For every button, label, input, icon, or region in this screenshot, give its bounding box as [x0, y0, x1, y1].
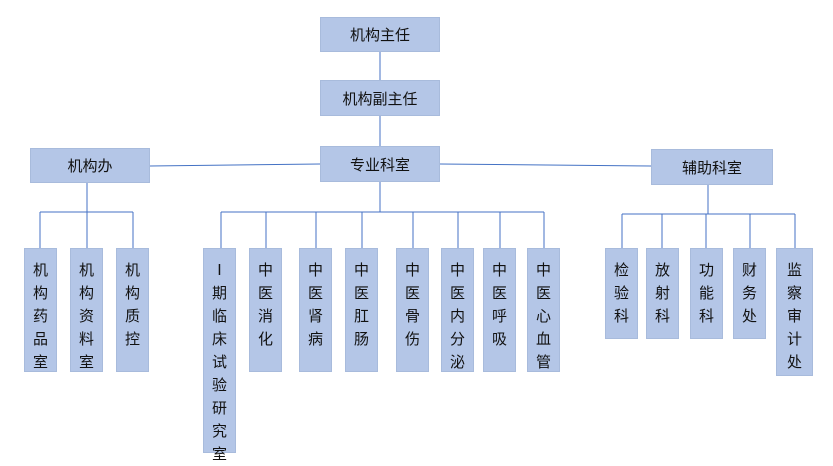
node-tcm-digestion: 中医消化	[249, 248, 282, 372]
node-laboratory: 检验科	[605, 248, 638, 339]
node-professional-depts: 专业科室	[320, 146, 440, 182]
node-deputy-director: 机构副主任	[320, 80, 440, 116]
node-auxiliary-depts: 辅助科室	[651, 149, 773, 185]
node-director: 机构主任	[320, 17, 440, 52]
node-tcm-respiratory: 中医呼吸	[483, 248, 516, 372]
node-drug-room: 机构药品室	[24, 248, 57, 372]
node-phase1-lab: I期临床试验研究室	[203, 248, 236, 463]
node-tcm-anorectal: 中医肛肠	[345, 248, 378, 372]
node-office: 机构办	[30, 148, 150, 183]
node-tcm-endocrine: 中医内分泌	[441, 248, 474, 372]
node-radiology: 放射科	[646, 248, 679, 339]
node-quality-control: 机构质控	[116, 248, 149, 372]
node-finance: 财务处	[733, 248, 766, 339]
node-audit: 监察审计处	[776, 248, 813, 376]
node-tcm-nephrology: 中医肾病	[299, 248, 332, 372]
node-records-room: 机构资料室	[70, 248, 103, 372]
node-tcm-cardiovascular: 中医心血管	[527, 248, 560, 372]
node-tcm-orthopedics: 中医骨伤	[396, 248, 429, 372]
node-functional-dept: 功能科	[690, 248, 723, 339]
